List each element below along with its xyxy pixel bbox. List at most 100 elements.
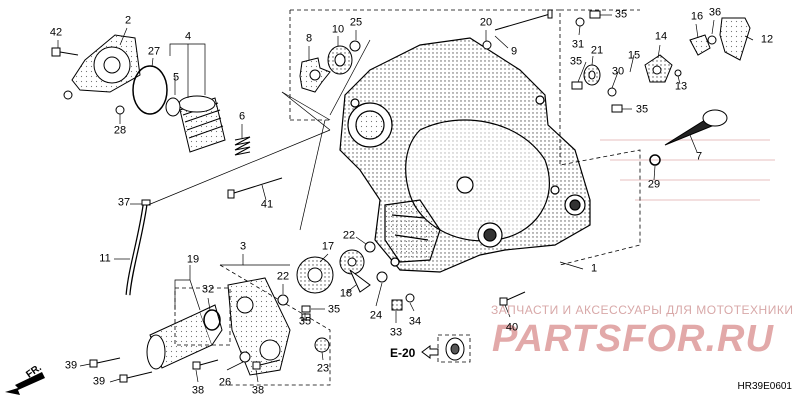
washer-28 bbox=[115, 105, 125, 115]
callout-34: 34 bbox=[408, 315, 422, 328]
washer-31 bbox=[575, 17, 585, 27]
washer-34 bbox=[405, 293, 415, 303]
fr-arrow-icon bbox=[5, 372, 45, 395]
pin-9 bbox=[494, 9, 553, 31]
bolt-40 bbox=[499, 291, 526, 306]
callout-19: 19 bbox=[186, 253, 200, 266]
callout-8: 8 bbox=[305, 32, 313, 45]
callout-28: 28 bbox=[113, 124, 127, 137]
callout-15: 15 bbox=[627, 49, 641, 62]
callout-22-left: 22 bbox=[276, 270, 290, 283]
washer-24 bbox=[376, 271, 388, 283]
callout-18: 18 bbox=[339, 287, 353, 300]
dowel-35d bbox=[301, 305, 311, 313]
callout-22-right: 22 bbox=[342, 229, 356, 242]
bolt-39b bbox=[119, 371, 153, 383]
callout-35-gear-low: 35 bbox=[298, 315, 312, 328]
starter-motor bbox=[146, 304, 223, 370]
callout-31: 31 bbox=[571, 38, 585, 51]
callout-27: 27 bbox=[147, 45, 161, 58]
filter-cover bbox=[63, 34, 141, 100]
o-ring-29 bbox=[649, 154, 661, 166]
callout-29: 29 bbox=[647, 178, 661, 191]
gear-14 bbox=[644, 54, 673, 83]
callout-36: 36 bbox=[708, 6, 722, 19]
callout-14: 14 bbox=[654, 30, 668, 43]
callout-20: 20 bbox=[479, 16, 493, 29]
washer-20 bbox=[482, 40, 492, 50]
callout-5: 5 bbox=[172, 71, 180, 84]
cover-12 bbox=[719, 17, 751, 61]
seal bbox=[445, 337, 465, 361]
callout-40: 40 bbox=[505, 321, 519, 334]
gear-case bbox=[227, 277, 291, 376]
washer-25 bbox=[349, 40, 361, 52]
callout-39-upper: 39 bbox=[64, 359, 78, 372]
washer-22a bbox=[277, 294, 289, 306]
washer-30 bbox=[607, 87, 617, 97]
callout-41: 41 bbox=[260, 198, 274, 211]
bolt-38b bbox=[252, 359, 281, 370]
o-ring-36 bbox=[707, 35, 717, 45]
callout-35-low: 35 bbox=[635, 103, 649, 116]
bearing-23 bbox=[314, 337, 330, 353]
callout-32: 32 bbox=[201, 283, 215, 296]
nut-33 bbox=[391, 299, 403, 311]
callout-25: 25 bbox=[349, 16, 363, 29]
callout-30: 30 bbox=[611, 65, 625, 78]
washer-26a bbox=[239, 351, 251, 363]
callout-12: 12 bbox=[760, 33, 774, 46]
washer-13 bbox=[674, 69, 682, 77]
dowel-35b bbox=[571, 81, 583, 90]
callout-38-left: 38 bbox=[191, 384, 205, 397]
bearing-21 bbox=[583, 64, 601, 86]
dowel-35c bbox=[611, 104, 623, 113]
callout-38-right: 38 bbox=[251, 384, 265, 397]
callout-17: 17 bbox=[321, 240, 335, 253]
frame-main bbox=[290, 9, 641, 266]
watermark-subtitle: ЗАПЧАСТИ И АКСЕССУАРЫ ДЛЯ МОТОТЕХНИКИ bbox=[491, 303, 794, 317]
watermark-logo: PARTSFOR.RU bbox=[492, 318, 774, 360]
gear-10 bbox=[327, 45, 353, 75]
bolt-39a bbox=[89, 357, 121, 368]
gear-18 bbox=[339, 249, 371, 293]
dipstick-7 bbox=[664, 109, 728, 146]
dowel-35e bbox=[301, 313, 311, 321]
callout-7: 7 bbox=[695, 150, 703, 163]
callout-35-top: 35 bbox=[614, 8, 628, 21]
callout-42: 42 bbox=[49, 26, 63, 39]
callout-9: 9 bbox=[510, 45, 518, 58]
callout-33: 33 bbox=[389, 326, 403, 339]
knob-16 bbox=[689, 34, 711, 56]
callout-37: 37 bbox=[117, 196, 131, 209]
oil-filter bbox=[165, 95, 226, 153]
clip-37 bbox=[141, 199, 151, 206]
bolt-41 bbox=[227, 177, 283, 199]
callout-24: 24 bbox=[369, 309, 383, 322]
watermark-wing bbox=[600, 139, 775, 201]
callout-6: 6 bbox=[238, 110, 246, 123]
callout-23: 23 bbox=[316, 362, 330, 375]
callout-16: 16 bbox=[690, 10, 704, 23]
diagram-code: HR39E0601 bbox=[737, 381, 792, 392]
callout-21: 21 bbox=[590, 44, 604, 57]
callout-26-low: 26 bbox=[218, 376, 232, 389]
reference-label: E-20 bbox=[390, 346, 416, 360]
o-ring-27 bbox=[132, 65, 168, 115]
spring bbox=[234, 136, 251, 156]
frame-case bbox=[219, 264, 331, 386]
callout-35-gear: 35 bbox=[327, 303, 341, 316]
callout-4: 4 bbox=[184, 30, 192, 43]
washer-22b bbox=[364, 241, 376, 253]
o-ring-32 bbox=[203, 309, 221, 331]
bolt-42 bbox=[51, 47, 79, 57]
arrow-e20 bbox=[421, 345, 439, 359]
rotor bbox=[299, 57, 331, 93]
callout-13: 13 bbox=[674, 80, 688, 93]
callout-11: 11 bbox=[99, 252, 111, 265]
callout-3: 3 bbox=[239, 240, 247, 253]
bolt-38a bbox=[192, 359, 219, 370]
callout-39-lower: 39 bbox=[92, 375, 106, 388]
callout-35-mid: 35 bbox=[569, 55, 583, 68]
